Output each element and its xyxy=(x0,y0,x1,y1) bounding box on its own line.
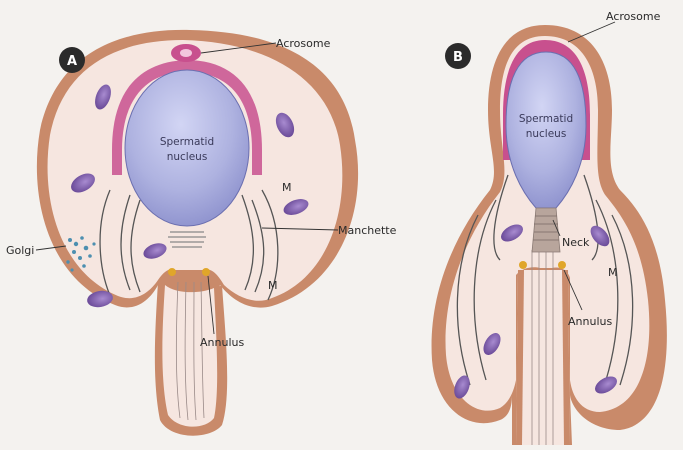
panel-b: Spermatid nucleus xyxy=(432,10,667,445)
flagellum-b xyxy=(516,270,570,445)
label-m-b: M xyxy=(608,266,618,279)
annulus-b-right xyxy=(558,261,566,269)
nucleus-a[interactable] xyxy=(125,70,249,226)
panel-a: Spermatid nucleus xyxy=(6,30,397,436)
label-acrosome-b: Acrosome xyxy=(606,10,661,23)
flagellum-a-face xyxy=(162,285,217,427)
nucleus-b-label-line2: nucleus xyxy=(526,128,567,140)
nucleus-b-label-line1: Spermatid xyxy=(519,113,573,125)
label-m-lower-a: M xyxy=(268,279,278,292)
annulus-a-left xyxy=(168,268,176,276)
nucleus-a-label-line1: Spermatid xyxy=(160,136,214,148)
panel-b-badge-text: B xyxy=(453,50,463,65)
annulus-b-left xyxy=(519,261,527,269)
acrosomal-granule-a xyxy=(180,49,192,57)
nucleus-a-label-line2: nucleus xyxy=(167,151,208,163)
label-manchette-a: Manchette xyxy=(338,224,397,237)
panel-a-badge-text: A xyxy=(67,54,77,69)
label-acrosome-a: Acrosome xyxy=(276,37,331,50)
neck-b xyxy=(532,208,560,252)
label-neck-b: Neck xyxy=(562,236,590,249)
label-golgi-a: Golgi xyxy=(6,244,34,257)
annulus-a-right xyxy=(202,268,210,276)
label-m-upper-a: M xyxy=(282,181,292,194)
label-annulus-a: Annulus xyxy=(200,336,244,349)
label-annulus-b: Annulus xyxy=(568,315,612,328)
